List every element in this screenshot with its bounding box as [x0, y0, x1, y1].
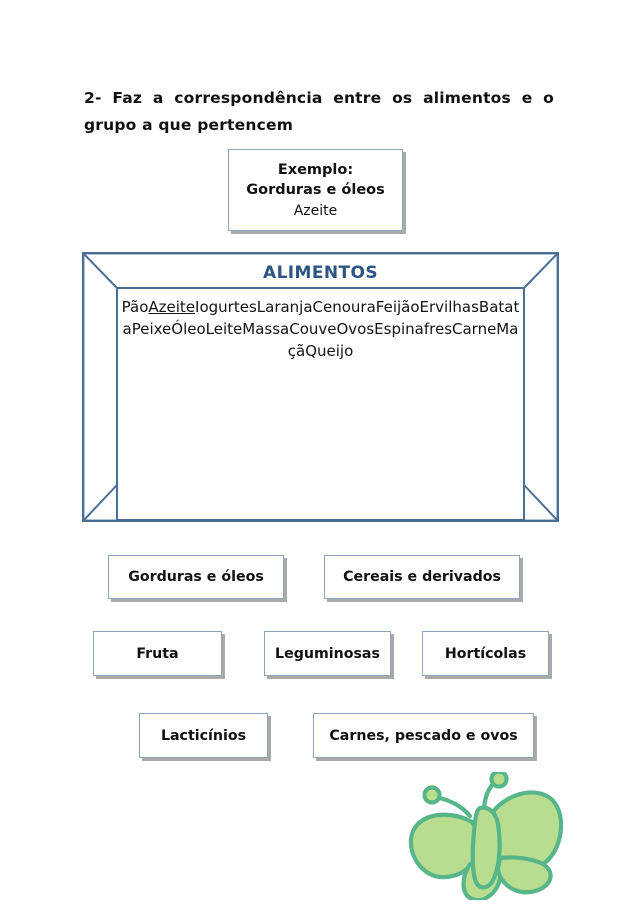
group-box-lacticinios[interactable]: Lacticínios: [139, 713, 268, 758]
question-line-1: 2- Faz a correspondência entre os alimen…: [84, 89, 554, 107]
food-text-before: Pão: [121, 298, 149, 316]
example-box: Exemplo: Gorduras e óleos Azeite: [228, 149, 403, 231]
frame-bevel-graphic: [82, 252, 559, 522]
group-box-horticolas[interactable]: Hortícolas: [422, 631, 549, 676]
group-box-cereais-e-derivados[interactable]: Cereais e derivados: [324, 555, 520, 599]
page-title: 2- Faz a correspondência entre os alimen…: [84, 85, 564, 139]
food-text-azeite-underlined: Azeite: [148, 298, 196, 316]
example-title: Exemplo:: [277, 161, 354, 178]
group-box-gorduras-e-oleos[interactable]: Gorduras e óleos: [108, 555, 284, 599]
group-box-carnes-pescado-e-ovos[interactable]: Carnes, pescado e ovos: [313, 713, 534, 758]
alimentos-frame: ALIMENTOS PãoAzeiteIogurtesLaranjaCenour…: [82, 252, 559, 522]
example-group-label: Gorduras e óleos: [246, 181, 385, 198]
question-line-2: grupo a que pertencem: [84, 116, 294, 134]
group-box-leguminosas[interactable]: Leguminosas: [264, 631, 391, 676]
butterfly-graphic: [408, 772, 564, 900]
alimentos-title: ALIMENTOS: [263, 263, 378, 283]
alimentos-food-list: PãoAzeiteIogurtesLaranjaCenouraFeijãoErv…: [120, 296, 521, 362]
group-box-fruta[interactable]: Fruta: [93, 631, 222, 676]
food-text-after: IogurtesLaranjaCenouraFeijãoErvilhasBata…: [122, 298, 520, 360]
butterfly-icon: [404, 772, 584, 900]
example-item-label: Azeite: [293, 202, 338, 219]
